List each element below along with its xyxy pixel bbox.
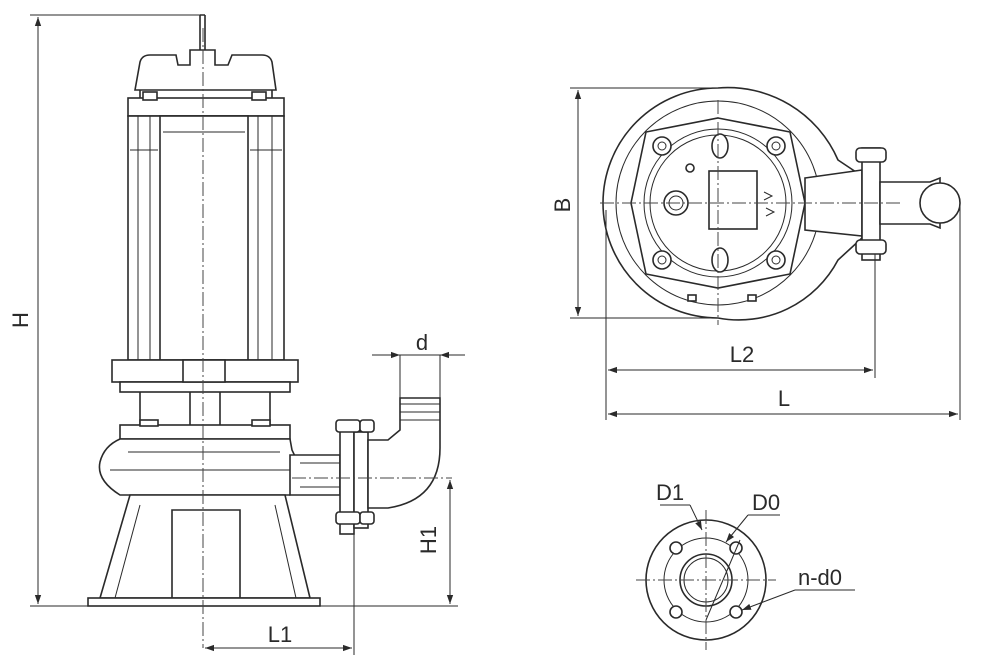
label-l: L [778, 386, 790, 411]
dimension-h1 [320, 480, 458, 607]
dimension-h [30, 14, 200, 607]
pump-top-view [602, 86, 961, 321]
label-d: d [416, 330, 428, 355]
dimension-l1 [205, 534, 355, 655]
label-b: B [550, 198, 575, 213]
label-l2: L2 [730, 342, 754, 367]
pump-side-view [87, 14, 441, 607]
label-l1: L1 [268, 622, 292, 647]
flange-leaders [660, 504, 855, 621]
dimension-b [570, 87, 718, 319]
label-d0: D0 [752, 490, 780, 515]
label-h: H [8, 312, 33, 328]
label-h1: H1 [416, 526, 441, 554]
label-n-d0: n-d0 [798, 565, 842, 590]
dimension-d [372, 351, 465, 398]
label-d1: D1 [656, 480, 684, 505]
dimension-l2 [605, 210, 876, 420]
dimension-l [608, 205, 961, 420]
